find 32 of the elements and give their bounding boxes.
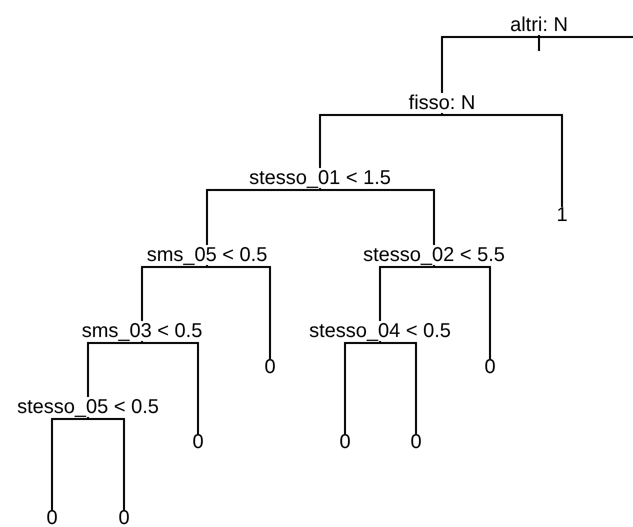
tree-branch [206, 188, 321, 245]
leaf-label: 0 [339, 434, 351, 450]
tree-branch [51, 417, 89, 510]
tree-branch [379, 265, 435, 321]
leaf-label: 0 [118, 510, 130, 526]
split-label: altri: N [510, 15, 568, 35]
tree-branch [87, 417, 125, 510]
tree-branch [319, 113, 443, 168]
leaf-label: 0 [46, 510, 58, 526]
tree-branch [206, 265, 271, 359]
leaf-label: 0 [410, 434, 422, 450]
tree-branch [538, 35, 633, 38]
tree-branch [319, 188, 435, 245]
tree-branch [433, 265, 491, 359]
leaf-label: 0 [484, 359, 496, 375]
tree-branch [441, 35, 540, 93]
split-label: sms_03 < 0.5 [82, 321, 202, 341]
split-label: fisso: N [408, 93, 476, 113]
tree-branch [141, 341, 199, 434]
split-label: stesso_04 < 0.5 [309, 321, 451, 341]
split-label: stesso_05 < 0.5 [17, 397, 159, 417]
tree-branch [344, 341, 381, 434]
tree-branch [87, 341, 143, 397]
leaf-label: 0 [264, 359, 276, 375]
split-label: sms_05 < 0.5 [146, 245, 268, 265]
leaf-label: 0 [192, 434, 204, 450]
split-label: stesso_02 < 5.5 [363, 245, 505, 265]
tree-branch [441, 112, 563, 207]
tree-branch [141, 265, 208, 321]
tree-branch [379, 341, 417, 434]
leaf-label: 1 [556, 207, 568, 223]
split-label: stesso_01 < 1.5 [249, 168, 391, 188]
